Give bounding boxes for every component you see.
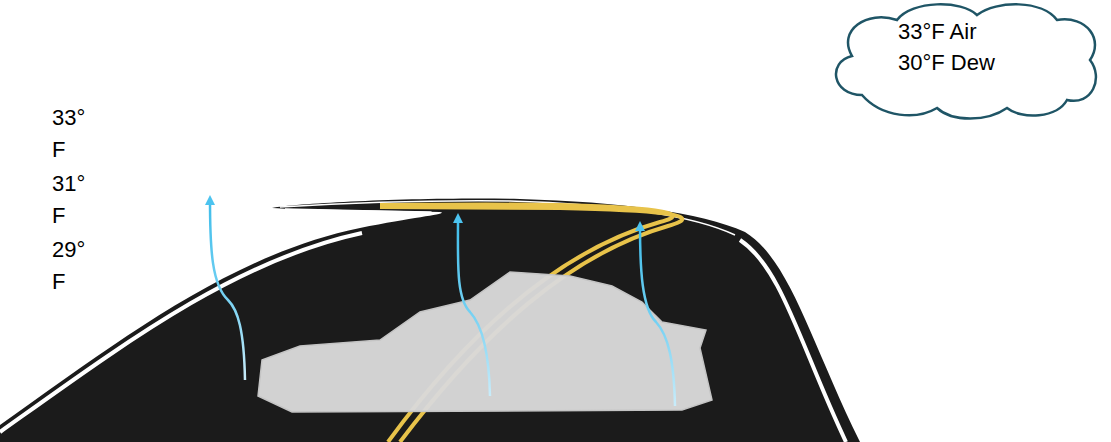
weather-reading: 30°F Dew	[898, 47, 995, 78]
temperature-label: 31° F	[52, 168, 94, 232]
cloud-callout: 33°F Air30°F Dew	[822, 0, 1104, 120]
vapor-arrow	[210, 200, 245, 380]
road-edge-line	[740, 240, 846, 442]
weather-reading: 33°F Air	[898, 16, 995, 47]
temperature-label: 33° F	[52, 102, 94, 166]
temperature-label: 29° F	[52, 234, 94, 298]
road-edge-line	[285, 209, 432, 226]
road-asphalt	[0, 199, 860, 442]
vapor-arrow	[640, 226, 675, 406]
cloud-shape	[836, 4, 1096, 118]
vapor-arrow	[458, 218, 490, 396]
